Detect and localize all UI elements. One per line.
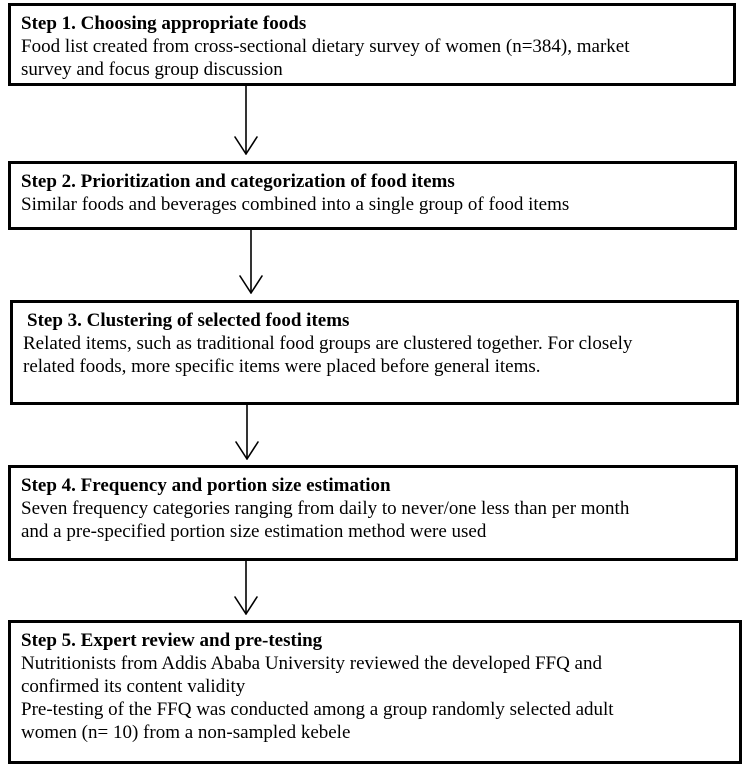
step-4-line-2: and a pre-specified portion size estimat…: [21, 521, 487, 542]
step-5-line-4: women (n= 10) from a non-sampled kebele: [21, 722, 351, 743]
step-1-box: Step 1. Choosing appropriate foods Food …: [8, 3, 736, 86]
step-5-title: Step 5. Expert review and pre-testing: [21, 630, 323, 651]
step-4-box: Step 4. Frequency and portion size estim…: [8, 465, 738, 561]
step-5-box: Step 5. Expert review and pre-testing Nu…: [8, 620, 742, 764]
step-2-box: Step 2. Prioritization and categorizatio…: [8, 161, 737, 230]
arrow-step-3-to-4: [235, 404, 259, 460]
arrow-step-4-to-5: [234, 560, 258, 615]
step-4-title: Step 4. Frequency and portion size estim…: [21, 475, 391, 496]
step-5-line-3: Pre-testing of the FFQ was conducted amo…: [21, 699, 614, 720]
step-2-title: Step 2. Prioritization and categorizatio…: [21, 171, 455, 192]
step-1-title: Step 1. Choosing appropriate foods: [21, 13, 307, 34]
step-4-line-1: Seven frequency categories ranging from …: [21, 498, 630, 519]
step-5-line-1: Nutritionists from Addis Ababa Universit…: [21, 653, 602, 674]
arrow-step-1-to-2: [234, 85, 258, 155]
step-3-line-2: related foods, more specific items were …: [23, 356, 541, 377]
step-3-title: Step 3. Clustering of selected food item…: [27, 310, 350, 331]
step-1-line-2: survey and focus group discussion: [21, 59, 283, 80]
step-2-line-1: Similar foods and beverages combined int…: [21, 194, 570, 215]
step-5-line-2: confirmed its content validity: [21, 676, 246, 697]
step-3-box: Step 3. Clustering of selected food item…: [10, 300, 739, 405]
step-3-line-1: Related items, such as traditional food …: [23, 333, 633, 354]
arrow-step-2-to-3: [239, 229, 263, 294]
step-1-line-1: Food list created from cross-sectional d…: [21, 36, 630, 57]
